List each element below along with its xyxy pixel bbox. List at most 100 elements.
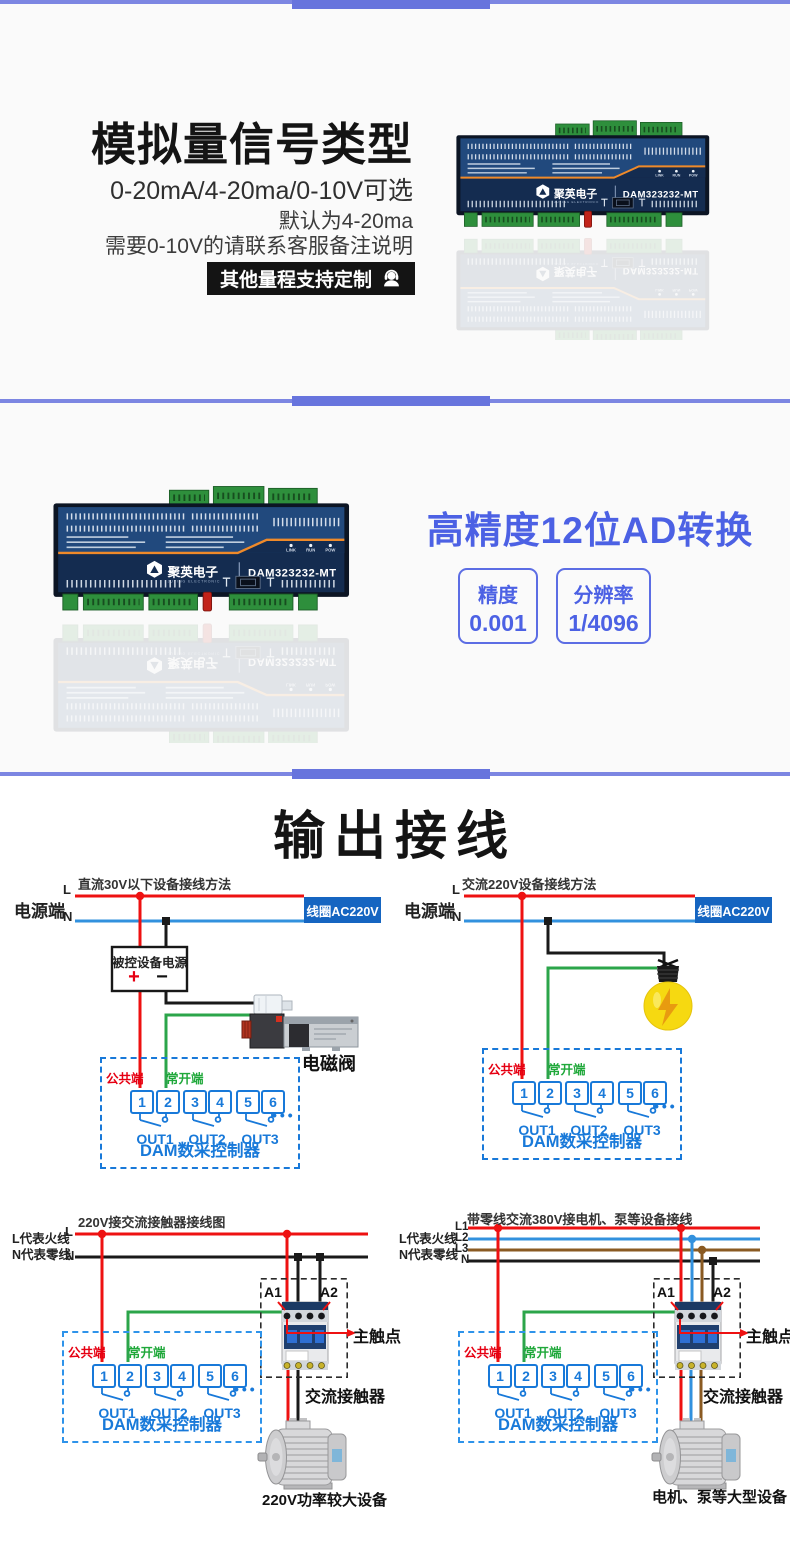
terminal-4: 4 — [590, 1081, 614, 1105]
terminal-1: 1 — [130, 1090, 154, 1114]
terminal-5: 5 — [198, 1364, 222, 1388]
d3-line-n-label: N — [65, 1248, 75, 1263]
terminal-1: 1 — [92, 1364, 116, 1388]
out1-label: OUT1 — [136, 1131, 174, 1147]
dam-controller-box-d4: 公共端 常开端 1 2 3 4 5 6 OUT1 OUT2 OUT3 ••• D… — [458, 1331, 658, 1443]
device-photo-2 — [46, 462, 364, 743]
divider-accent — [292, 0, 490, 9]
divider-accent — [292, 769, 490, 779]
terminal-4: 4 — [208, 1090, 232, 1114]
d1-power-box-label: 被控设备电源 — [112, 956, 188, 970]
out2-label: OUT2 — [570, 1122, 608, 1138]
d4-load-label: 电机、泵等大型设备 — [652, 1489, 788, 1506]
spec-box-resolution: 分辨率 1/4096 — [556, 568, 651, 644]
d4-neutral-note: N代表零线 — [399, 1248, 459, 1262]
light-bulb-illustration — [642, 958, 694, 1032]
d1-caption: 直流30V以下设备接线方法 — [78, 877, 232, 892]
d3-line-l-label: L — [65, 1224, 73, 1239]
d4-line-l1-label: L1 — [455, 1221, 469, 1233]
more-terminals-dots: ••• — [234, 1381, 258, 1397]
dam-controller-label: DAM数采控制器 — [497, 1416, 619, 1434]
section1-note1: 默认为4-20ma — [278, 210, 413, 233]
d4-line-l3-label: L3 — [455, 1243, 469, 1255]
common-terminal-label: 公共端 — [68, 1346, 106, 1360]
terminal-3: 3 — [541, 1364, 565, 1388]
terminal-6: 6 — [643, 1081, 667, 1105]
d3-a2-label: A2 — [320, 1284, 338, 1300]
d3-live-note: L代表火线 — [12, 1232, 70, 1246]
controlled-power-box — [110, 945, 189, 993]
terminal-1: 1 — [488, 1364, 512, 1388]
out1-label: OUT1 — [518, 1122, 556, 1138]
more-terminals-dots: ••• — [630, 1381, 654, 1397]
d3-main-contact-label: 主触点 — [353, 1329, 402, 1346]
d1-line-l-label: L — [63, 882, 71, 897]
d2-caption: 交流220V设备接线方法 — [462, 877, 597, 892]
d3-load-label: 220V功率较大设备 — [262, 1492, 388, 1509]
d1-valve-label: 电磁阀 — [302, 1054, 356, 1074]
d1-coil-box: 线圈AC220V — [304, 897, 381, 923]
d4-main-contact-label: 主触点 — [746, 1329, 790, 1346]
normally-open-label: 常开端 — [524, 1346, 562, 1360]
motor-illustration — [257, 1417, 347, 1490]
terminal-6: 6 — [619, 1364, 643, 1388]
d2-line-n-label: N — [452, 909, 462, 924]
out2-label: OUT2 — [546, 1405, 584, 1421]
dam-controller-box-d3: 公共端 常开端 1 2 3 4 5 6 OUT1 OUT2 OUT3 ••• D… — [62, 1331, 262, 1443]
out2-label: OUT2 — [150, 1405, 188, 1421]
dam-controller-box-d2: 公共端 常开端 1 2 3 4 5 6 OUT1 OUT2 OUT3 ••• D… — [482, 1048, 682, 1160]
common-terminal-label: 公共端 — [488, 1063, 526, 1077]
terminal-5: 5 — [618, 1081, 642, 1105]
d4-a2-label: A2 — [713, 1284, 731, 1300]
plus-sign: + — [128, 966, 140, 988]
common-terminal-label: 公共端 — [464, 1346, 502, 1360]
dam-controller-label: DAM数采控制器 — [101, 1416, 223, 1434]
d2-line-l-label: L — [452, 882, 460, 897]
common-terminal-label: 公共端 — [106, 1072, 144, 1086]
spec-label: 分辨率 — [573, 585, 634, 607]
section1-title: 模拟量信号类型 — [90, 119, 413, 170]
terminal-6: 6 — [261, 1090, 285, 1114]
normally-open-label: 常开端 — [128, 1346, 166, 1360]
spec-value: 1/4096 — [568, 610, 639, 636]
minus-sign: − — [156, 966, 168, 988]
terminal-3: 3 — [145, 1364, 169, 1388]
d3-contactor-label: 交流接触器 — [305, 1389, 386, 1406]
normally-open-label: 常开端 — [548, 1063, 586, 1077]
d3-neutral-note: N代表零线 — [12, 1248, 72, 1262]
terminal-4: 4 — [170, 1364, 194, 1388]
dam-controller-label: DAM数采控制器 — [139, 1142, 261, 1160]
divider-accent — [292, 396, 490, 406]
d2-coil-box: 线圈AC220V — [695, 897, 772, 923]
d4-caption: 带零线交流380V接电机、泵等设备接线 — [467, 1212, 693, 1227]
d4-line-n-label: N — [461, 1254, 470, 1266]
terminal-2: 2 — [514, 1364, 538, 1388]
terminal-2: 2 — [538, 1081, 562, 1105]
section1-subtitle: 0-20mA/4-20ma/0-10V可选 — [110, 177, 413, 205]
dam-controller-label: DAM数采控制器 — [521, 1133, 643, 1151]
spec-value: 0.001 — [469, 610, 527, 636]
d4-a1-label: A1 — [657, 1284, 675, 1300]
section1-note2: 需要0-10V的请联系客服备注说明 — [104, 235, 413, 258]
out3-label: OUT3 — [623, 1122, 661, 1138]
d4-contactor-label: 交流接触器 — [703, 1389, 784, 1406]
customer-service-icon — [381, 268, 402, 289]
normally-open-label: 常开端 — [166, 1072, 204, 1086]
spec-box-precision: 精度 0.001 — [458, 568, 538, 644]
out3-label: OUT3 — [599, 1405, 637, 1421]
terminal-4: 4 — [566, 1364, 590, 1388]
wiring-title: 输出接线 — [272, 808, 517, 866]
motor-illustration — [651, 1417, 741, 1490]
terminal-3: 3 — [565, 1081, 589, 1105]
terminal-2: 2 — [156, 1090, 180, 1114]
terminal-2: 2 — [118, 1364, 142, 1388]
spec-label: 精度 — [478, 585, 518, 607]
custom-range-badge: 其他量程支持定制 — [206, 262, 415, 295]
terminal-1: 1 — [512, 1081, 536, 1105]
terminal-3: 3 — [183, 1090, 207, 1114]
d1-line-n-label: N — [63, 909, 73, 924]
out3-label: OUT3 — [241, 1131, 279, 1147]
d4-live-note: L代表火线 — [399, 1232, 457, 1246]
wiring-diagrams-svg — [75, 891, 760, 1490]
